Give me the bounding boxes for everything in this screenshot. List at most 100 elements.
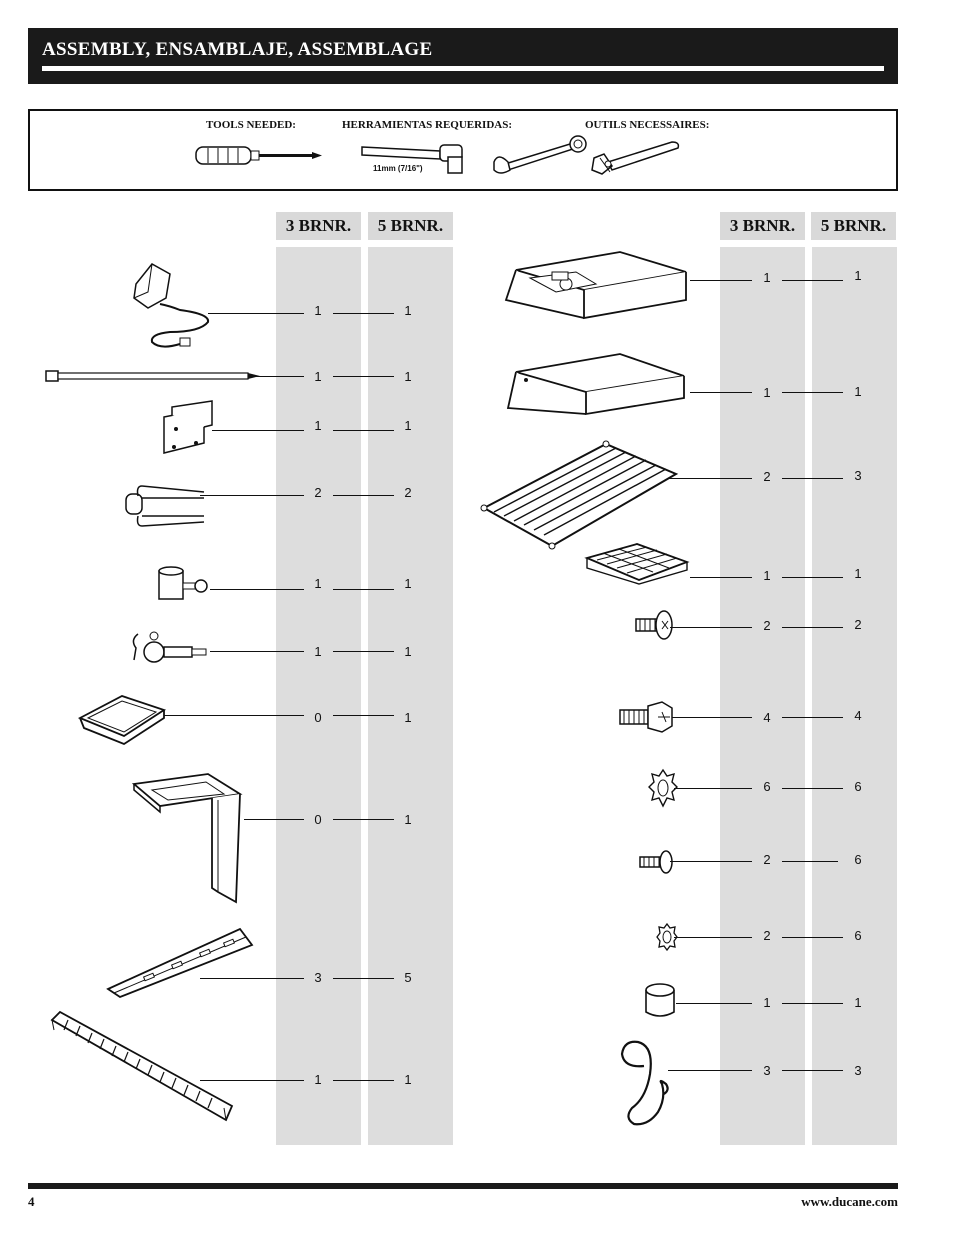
qty-5-burner: 1	[404, 812, 412, 827]
qty-3-burner: 1	[763, 568, 771, 583]
qty-3-burner: 2	[314, 485, 322, 500]
warming-rack-icon	[584, 543, 690, 585]
leader-line	[782, 861, 838, 862]
leader-line	[208, 313, 304, 314]
section-header: ASSEMBLY, ENSAMBLAJE, ASSEMBLAGE	[28, 28, 898, 84]
right-3-burner-band	[720, 247, 805, 1145]
qty-5-burner: 2	[404, 485, 412, 500]
leader-line	[164, 715, 304, 716]
qty-3-burner: 6	[763, 779, 771, 794]
qty-5-burner: 1	[404, 576, 412, 591]
rear-burner-housing-icon	[504, 251, 687, 320]
leader-line	[333, 715, 394, 716]
website-link[interactable]: www.ducane.com	[801, 1194, 898, 1209]
leader-line	[333, 589, 394, 590]
leader-line	[200, 978, 304, 979]
screwdriver-icon	[195, 146, 322, 165]
leader-line	[212, 430, 304, 431]
footer-rule	[28, 1183, 898, 1189]
qty-3-burner: 2	[763, 928, 771, 943]
qty-5-burner: 1	[404, 644, 412, 659]
tools-needed-box: TOOLS NEEDED: HERRAMIENTAS REQUERIDAS: O…	[28, 109, 898, 191]
qty-3-burner: 3	[314, 970, 322, 985]
leader-line	[672, 717, 752, 718]
leader-line	[690, 280, 752, 281]
qty-3-burner: 1	[314, 418, 322, 433]
leader-line	[250, 376, 304, 377]
qty-5-burner: 1	[404, 1072, 412, 1087]
star-washer-icon	[648, 768, 678, 808]
right-col-head-5-burner: 5 BRNR.	[811, 212, 896, 240]
qty-3-burner: 1	[314, 1072, 322, 1087]
leader-line	[782, 788, 843, 789]
drip-tray-icon	[77, 695, 167, 746]
page-title: ASSEMBLY, ENSAMBLAJE, ASSEMBLAGE	[42, 39, 433, 60]
qty-5-burner: 1	[404, 369, 412, 384]
leader-line	[244, 819, 304, 820]
qty-3-burner: 0	[314, 710, 322, 725]
qty-5-burner: 6	[854, 852, 862, 867]
spit-handle-collar-icon	[132, 631, 207, 663]
phillips-screw-icon	[635, 610, 673, 640]
leader-line	[333, 313, 394, 314]
qty-5-burner: 1	[404, 418, 412, 433]
leader-line	[690, 577, 752, 578]
qty-3-burner: 0	[314, 812, 322, 827]
leader-line	[674, 937, 752, 938]
cooking-grate-icon	[480, 440, 679, 550]
leader-line	[333, 430, 394, 431]
qty-5-burner: 1	[404, 710, 412, 725]
small-screw-icon	[639, 850, 673, 874]
open-end-wrench-icon	[493, 135, 587, 174]
left-col-head-5-burner: 5 BRNR.	[368, 212, 453, 240]
leader-line	[670, 627, 752, 628]
spit-forks-icon	[125, 485, 205, 527]
qty-5-burner: 1	[854, 268, 862, 283]
counterbalance-icon	[158, 566, 208, 600]
leader-line	[676, 1003, 752, 1004]
qty-5-burner: 1	[854, 566, 862, 581]
leader-line	[782, 280, 843, 281]
qty-3-burner: 2	[763, 618, 771, 633]
leader-line	[782, 478, 843, 479]
leader-line	[200, 495, 304, 496]
leader-line	[200, 1080, 304, 1081]
left-col-head-3-burner: 3 BRNR.	[276, 212, 361, 240]
tools-label-fr: OUTILS NECESSAIRES:	[585, 119, 710, 131]
leader-line	[333, 1080, 394, 1081]
leader-line	[782, 392, 843, 393]
qty-5-burner: 3	[854, 468, 862, 483]
leader-line	[210, 589, 304, 590]
s-hook-icon	[620, 1040, 669, 1126]
leader-line	[782, 937, 843, 938]
leader-line	[670, 861, 752, 862]
qty-5-burner: 1	[854, 384, 862, 399]
lock-washer-icon	[656, 922, 678, 952]
header-rule	[42, 66, 884, 71]
leader-line	[333, 376, 394, 377]
qty-5-burner: 6	[854, 928, 862, 943]
adjustable-wrench-icon	[591, 141, 680, 175]
qty-5-burner: 1	[404, 303, 412, 318]
qty-3-burner: 2	[763, 469, 771, 484]
leader-line	[782, 1070, 843, 1071]
hex-bolt-icon	[619, 701, 673, 733]
motor-bracket-icon	[163, 400, 213, 454]
socket-wrench-icon	[361, 144, 463, 174]
qty-3-burner: 1	[314, 369, 322, 384]
wrench-size-label: 11mm (7/16")	[373, 164, 423, 173]
leader-line	[668, 478, 752, 479]
rotisserie-spit-rod-icon	[45, 370, 260, 382]
leader-line	[333, 819, 394, 820]
qty-5-burner: 2	[854, 617, 862, 632]
leader-line	[782, 1003, 843, 1004]
qty-3-burner: 1	[763, 385, 771, 400]
leader-line	[690, 392, 752, 393]
qty-3-burner: 1	[763, 995, 771, 1010]
leader-line	[210, 651, 304, 652]
left-3-burner-band	[276, 247, 361, 1145]
qty-3-burner: 4	[763, 710, 771, 725]
leader-line	[668, 1070, 752, 1071]
qty-5-burner: 3	[854, 1063, 862, 1078]
leader-line	[782, 717, 843, 718]
